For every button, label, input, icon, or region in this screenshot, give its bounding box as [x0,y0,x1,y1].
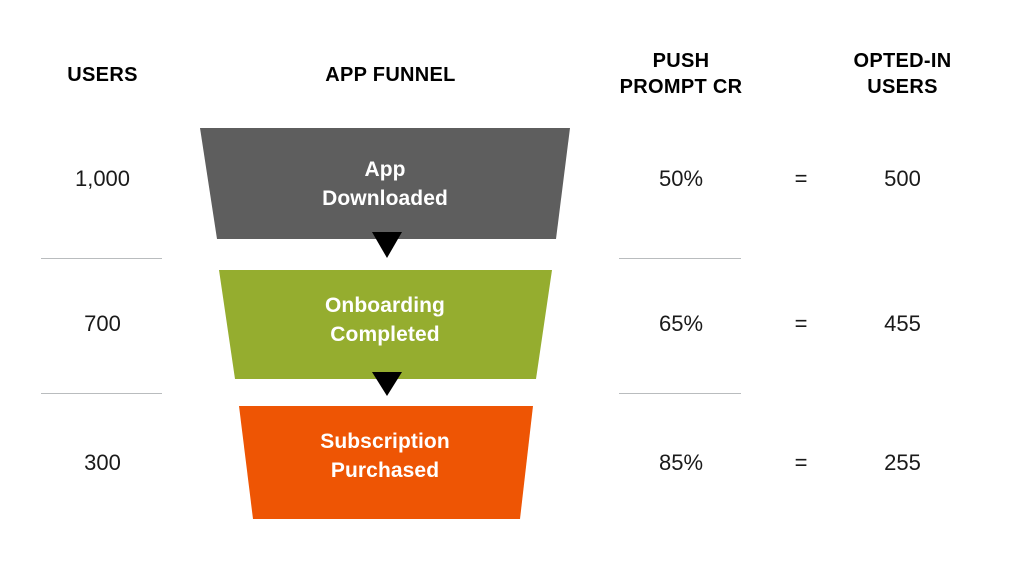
funnel-segment-label-line2: Completed [330,322,440,346]
column-header-push-prompt-cr: PUSH PROMPT CR [596,48,766,101]
funnel-segment-label-line2: Downloaded [322,186,448,210]
row-divider [41,258,162,259]
equals-sign: = [794,311,808,336]
row-divider [41,393,162,394]
column-header-users-label: USERS [67,64,138,86]
down-arrow-icon [372,372,402,396]
equals-sign: = [794,166,808,191]
row-divider [619,258,741,259]
users-value: 300 [84,450,121,475]
column-header-push-prompt-cr-line2: PROMPT CR [619,76,743,99]
users-value: 1,000 [74,166,131,191]
column-header-users: USERS [20,62,185,88]
column-header-opted-in-users-line1: OPTED-IN [853,50,952,72]
push-prompt-cr-value: 65% [658,311,704,336]
funnel-segment-label-line2: Purchased [330,458,440,482]
push-prompt-cr-value: 50% [658,166,704,191]
row-divider [619,393,741,394]
push-prompt-cr-value: 85% [658,450,704,475]
column-header-app-funnel-label: APP FUNNEL [325,64,456,86]
funnel-segment-label: Onboarding Completed [260,292,510,349]
column-header-opted-in-users: OPTED-IN USERS [800,48,1005,101]
down-arrow-icon [372,232,402,258]
column-header-opted-in-users-line2: USERS [867,76,938,99]
column-header-app-funnel: APP FUNNEL [288,62,493,88]
funnel-segment-label: App Downloaded [260,156,510,213]
column-header-push-prompt-cr-line1: PUSH [652,50,710,72]
opted-in-users-value: 500 [884,166,921,191]
funnel-segment-label: Subscription Purchased [260,428,510,485]
funnel-segment-label-line1: Subscription [320,430,450,453]
opted-in-users-value: 255 [884,450,921,475]
funnel-segment-label-line1: App [364,158,406,181]
opted-in-users-value: 455 [884,311,921,336]
funnel-segment-label-line1: Onboarding [325,294,445,317]
equals-sign: = [794,450,808,475]
users-value: 700 [84,311,121,336]
